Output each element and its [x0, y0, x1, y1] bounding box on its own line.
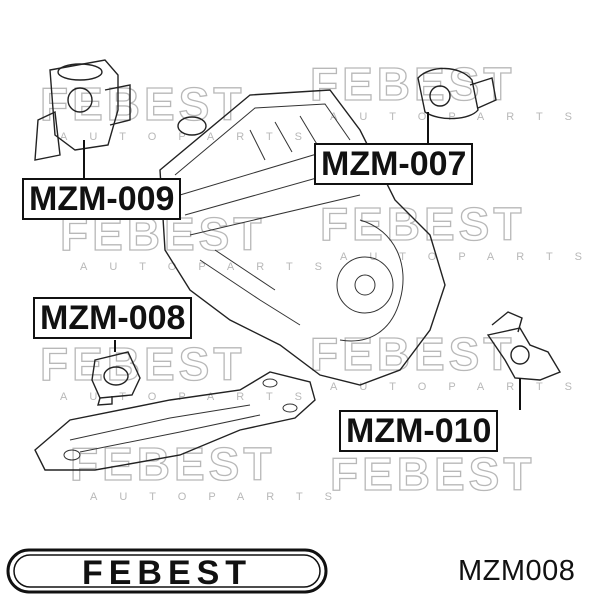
callout-mzm-009: MZM-009	[22, 178, 182, 220]
watermark-subtext: AUTOPARTS	[330, 111, 594, 123]
watermark-text: FEBEST	[70, 438, 275, 490]
part-code: MZM008	[458, 555, 576, 587]
mount-mzm-009-drawing	[34, 59, 131, 161]
watermark-subtext: AUTOPARTS	[80, 261, 344, 273]
watermark-subtext: AUTOPARTS	[60, 131, 324, 143]
watermark-text: FEBEST	[330, 448, 535, 500]
mount-mzm-007-drawing	[417, 67, 497, 120]
engine-block-outline	[159, 89, 446, 386]
watermark-text: FEBEST	[40, 78, 245, 130]
sub-frame-drawing	[34, 371, 316, 471]
watermark-text: FEBEST	[310, 58, 515, 110]
watermark-text: FEBEST	[320, 198, 525, 250]
watermark-subtext: AUTOPARTS	[90, 491, 354, 503]
watermark-group: FEBEST AUTOPARTS FEBEST AUTOPARTS FEBEST…	[39, 57, 594, 503]
watermark-subtext: AUTOPARTS	[330, 381, 594, 393]
mount-mzm-008-drawing	[91, 351, 141, 406]
watermark-text: FEBEST	[310, 328, 515, 380]
watermark-subtext: AUTOPARTS	[60, 391, 324, 403]
callout-mzm-007: MZM-007	[314, 143, 474, 185]
oil-cap-shape	[177, 116, 207, 136]
febest-logo: FEBEST	[6, 548, 328, 594]
watermark-text: FEBEST	[40, 338, 245, 390]
callout-mzm-008: MZM-008	[33, 297, 193, 339]
mount-mzm-010-drawing	[486, 311, 562, 381]
febest-logo-text: FEBEST	[82, 554, 252, 592]
callout-mzm-010: MZM-010	[339, 410, 499, 452]
